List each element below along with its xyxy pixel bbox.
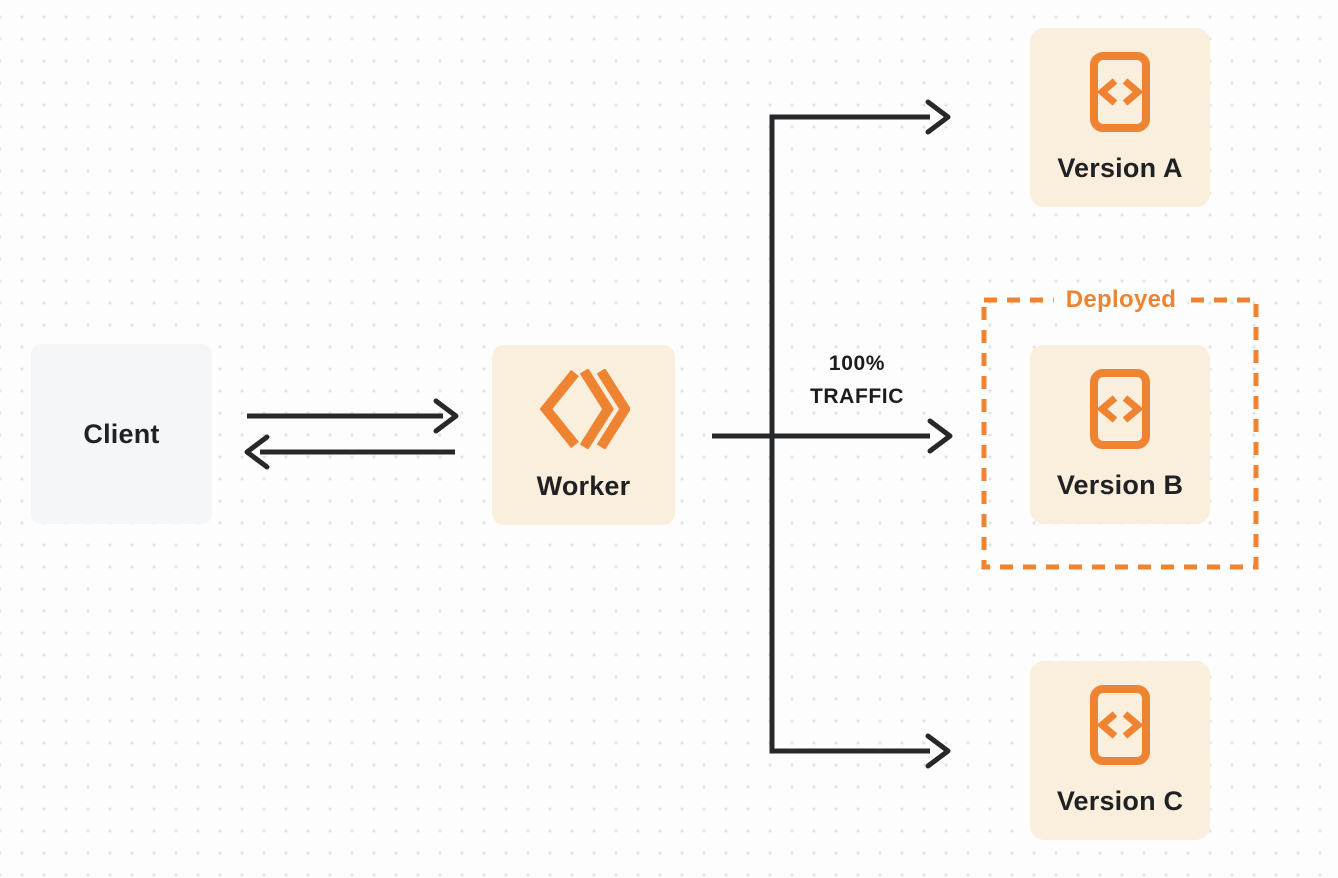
client-label: Client (83, 418, 160, 449)
client-node: Client (31, 344, 212, 524)
arrow-worker-to-client-head (244, 434, 270, 470)
worker-double-chevron-icon (538, 367, 631, 454)
arrow-to-version-a-head (925, 99, 951, 135)
version-c-label: Version C (1056, 786, 1184, 816)
code-file-icon (1089, 684, 1151, 771)
arrow-client-to-worker-head (433, 398, 459, 434)
version-a-label: Version A (1057, 153, 1183, 183)
version-b-node: Version B (1030, 345, 1210, 524)
code-file-icon (1089, 368, 1151, 455)
traffic-label: 100% TRAFFIC (810, 347, 904, 413)
version-a-node: Version A (1030, 28, 1210, 207)
code-file-icon (1089, 51, 1151, 138)
version-b-label: Version B (1056, 470, 1184, 500)
arrow-to-version-b-head (927, 418, 953, 454)
traffic-word: TRAFFIC (809, 385, 905, 408)
deployed-label: Deployed (1053, 286, 1189, 314)
worker-node: Worker (492, 345, 675, 525)
arrow-to-version-c-head (925, 733, 951, 769)
version-c-node: Version C (1030, 661, 1210, 840)
worker-label: Worker (536, 470, 631, 501)
deployed-boundary (981, 297, 1259, 570)
traffic-percent: 100% (828, 352, 886, 375)
